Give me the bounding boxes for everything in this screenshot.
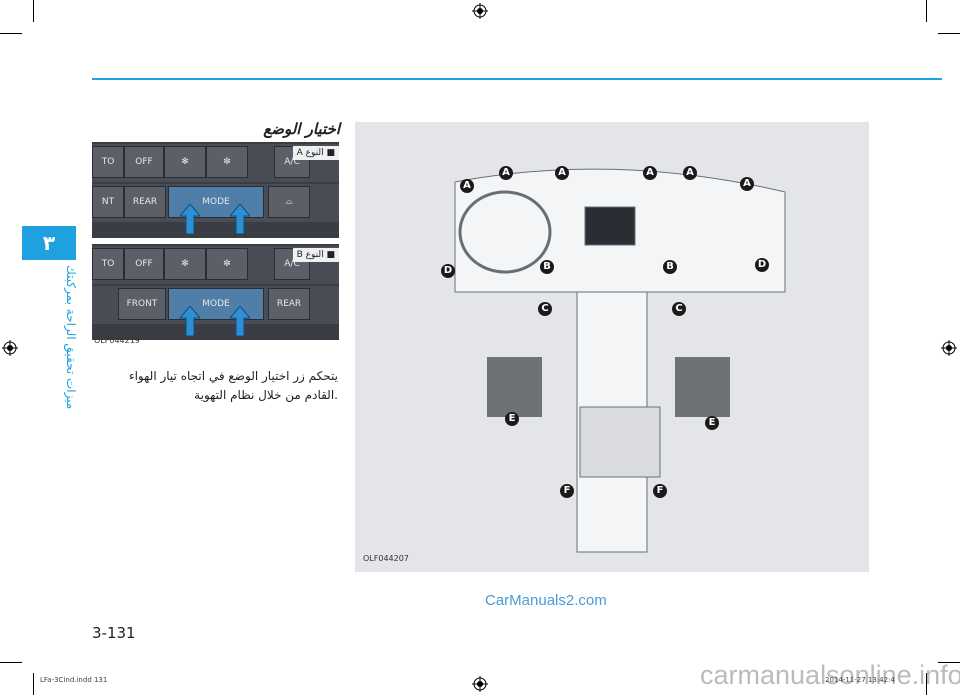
- panel-type-tag: A النوع ■: [292, 146, 339, 160]
- label-f: F: [653, 484, 667, 498]
- footer-date: 2014-11-27 13:42:4: [825, 676, 895, 684]
- windshield-key: ⌓: [268, 186, 310, 218]
- crop-mark: [938, 662, 960, 663]
- crop-mark: [0, 662, 22, 663]
- crop-mark: [938, 33, 960, 34]
- label-a: A: [683, 166, 697, 180]
- label-e: E: [505, 412, 519, 426]
- crop-mark: [33, 0, 34, 22]
- fan-high-key: ✼: [206, 146, 248, 178]
- climate-panel-type-b: TO OFF ✻ ✼ A/C B النوع ■ FRONT MODE REAR: [92, 244, 339, 340]
- recirc-key: NT: [92, 186, 124, 218]
- chapter-title: ميزات تحقيق الراحة بمركبتك: [64, 264, 78, 410]
- registration-mark-icon: [472, 676, 488, 692]
- label-c: C: [672, 302, 686, 316]
- figure-code: OLF044219: [94, 336, 140, 345]
- label-b: B: [663, 260, 677, 274]
- up-arrow-icon: [180, 204, 200, 234]
- off-key: OFF: [124, 146, 164, 178]
- auto-key: TO: [92, 146, 124, 178]
- label-a: A: [460, 179, 474, 193]
- header-rule: [92, 78, 942, 80]
- crop-mark: [0, 33, 22, 34]
- registration-mark-icon: [2, 340, 18, 356]
- auto-key: TO: [92, 248, 124, 280]
- up-arrow-icon: [180, 306, 200, 336]
- registration-mark-icon: [941, 340, 957, 356]
- crop-mark: [926, 0, 927, 22]
- label-a: A: [499, 166, 513, 180]
- label-e: E: [705, 416, 719, 430]
- crop-mark: [33, 673, 34, 695]
- chapter-tab: ٣: [22, 226, 76, 260]
- fan-high-key: ✼: [206, 248, 248, 280]
- rear-defrost-key: REAR: [268, 288, 310, 320]
- footer-site: carmanualsonline.info: [700, 660, 960, 690]
- section-title: اختيار الوضع: [263, 120, 340, 138]
- climate-panel-type-a: TO OFF ✻ ✼ A/C A النوع ■ NT REAR MODE ⌓: [92, 142, 339, 238]
- label-a: A: [740, 177, 754, 191]
- panel-bottom-row: FRONT MODE REAR: [92, 286, 339, 324]
- label-d: D: [755, 258, 769, 272]
- figure-code: OLF044207: [363, 554, 409, 563]
- off-key: OFF: [124, 248, 164, 280]
- crop-mark: [926, 673, 927, 695]
- label-b: B: [540, 260, 554, 274]
- label-c: C: [538, 302, 552, 316]
- footer-file: LFa-3Cind.indd 131: [40, 676, 108, 684]
- fan-low-key: ✻: [164, 146, 206, 178]
- front-defrost-key: FRONT: [118, 288, 166, 320]
- label-a: A: [555, 166, 569, 180]
- fan-low-key: ✻: [164, 248, 206, 280]
- page-number: 3-131: [92, 624, 136, 642]
- watermark: CarManuals2.com: [485, 592, 607, 609]
- dashboard-drawing: [454, 168, 786, 553]
- label-a: A: [643, 166, 657, 180]
- up-arrow-icon: [230, 204, 250, 234]
- panel-type-tag: B النوع ■: [292, 248, 339, 262]
- up-arrow-icon: [230, 306, 250, 336]
- panel-bottom-row: NT REAR MODE ⌓: [92, 184, 339, 222]
- vent-illustration: A A A A A A B B C C D D E E F F OLF04420…: [355, 122, 869, 572]
- label-d: D: [441, 264, 455, 278]
- rear-defrost-key: REAR: [124, 186, 166, 218]
- label-f: F: [560, 484, 574, 498]
- registration-mark-icon: [472, 3, 488, 19]
- body-paragraph: يتحكم زر اختيار الوضع في اتجاه تيار الهو…: [128, 369, 338, 402]
